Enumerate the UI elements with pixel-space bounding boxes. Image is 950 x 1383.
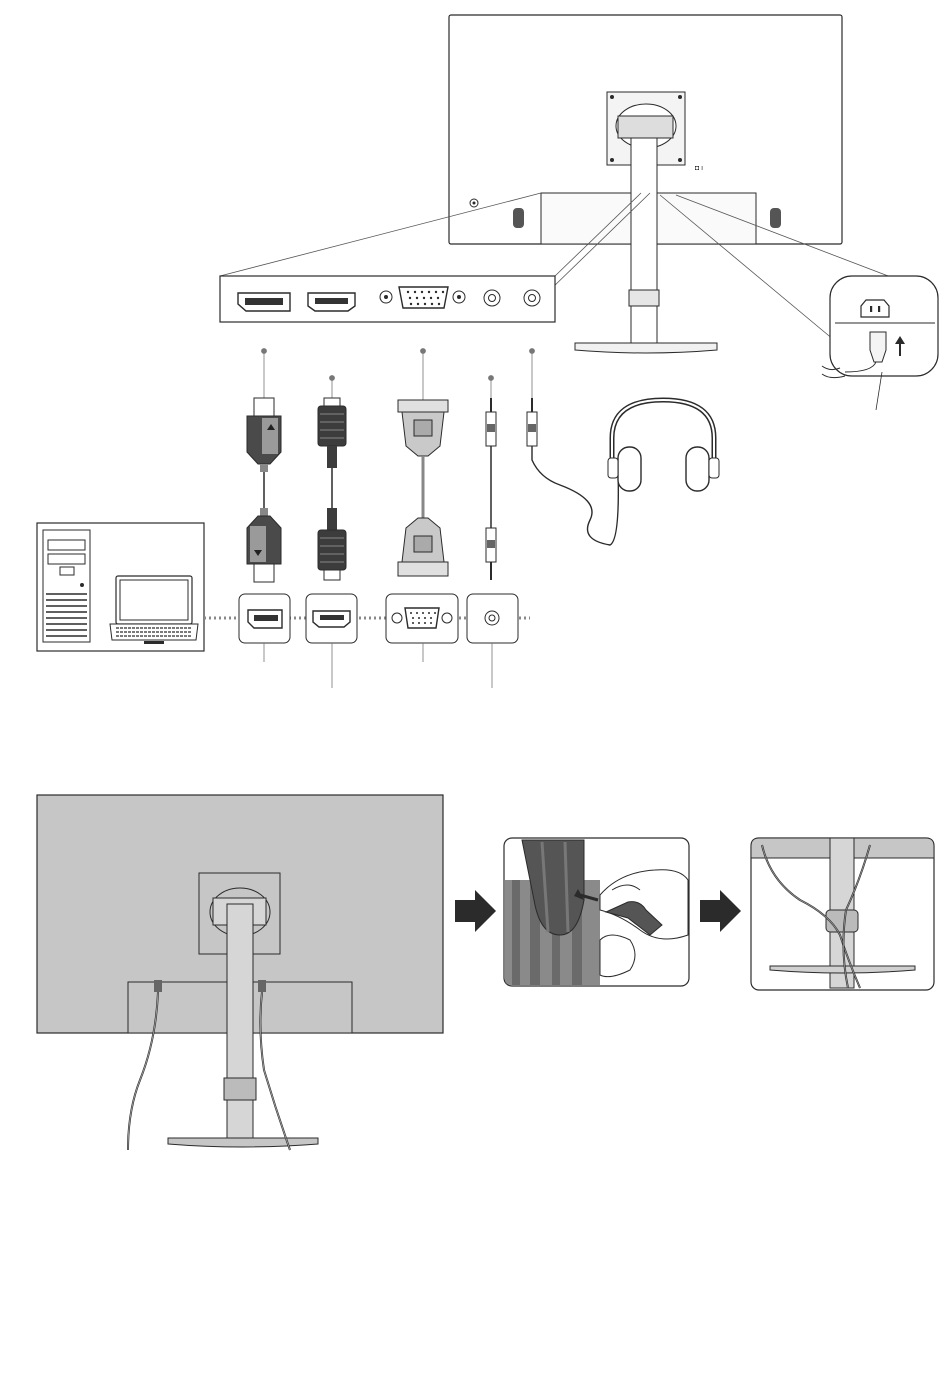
headphones	[527, 398, 719, 545]
power-inlet-port[interactable]	[861, 300, 889, 317]
displayport-cable	[247, 398, 281, 582]
attach-cable-clip	[504, 838, 689, 986]
rear-badge: ◘ ı	[695, 165, 703, 172]
speaker-grill-icon	[513, 208, 524, 228]
computer-box	[37, 523, 204, 651]
monitor-rear-with-cables	[37, 795, 443, 1150]
vga-cable	[398, 400, 448, 576]
speaker-grill-icon	[770, 208, 781, 228]
desktop-tower	[43, 530, 90, 642]
right-arrow-icon	[700, 890, 741, 932]
audio-cable	[486, 398, 496, 580]
vga-port[interactable]	[405, 608, 439, 628]
cables-clipped-to-stand	[751, 838, 934, 990]
power-inlet-callout	[822, 276, 938, 410]
monitor-port-panel	[220, 276, 555, 322]
laptop	[110, 576, 198, 644]
computer-port-row	[239, 594, 518, 643]
hdmi-cable	[318, 398, 346, 580]
right-arrow-icon	[455, 890, 496, 932]
